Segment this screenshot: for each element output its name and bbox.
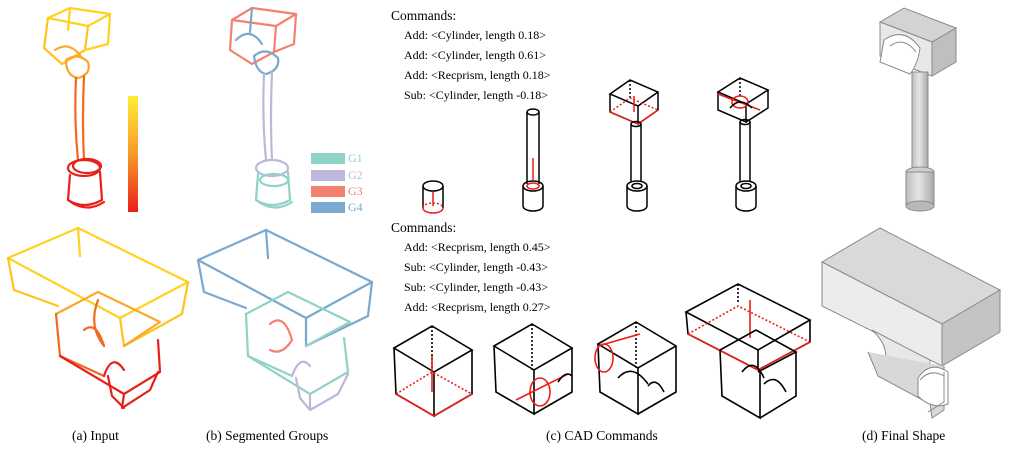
cad-step-7 (594, 321, 678, 416)
cad-step-1 (422, 180, 444, 214)
commands-top-line-1: Add: <Cylinder, length 0.18> (404, 28, 547, 42)
legend-swatch-g1 (311, 153, 345, 164)
caption-segmented-groups: (b) Segmented Groups (206, 428, 329, 443)
segmented-sketch-bottom (196, 228, 374, 412)
caption-input: (a) Input (72, 428, 119, 443)
cad-step-6 (492, 323, 574, 416)
input-sketch-bottom (6, 226, 190, 410)
final-shape-top (878, 7, 958, 212)
commands-bottom-line-3: Sub: <Cylinder, length -0.43> (404, 280, 549, 294)
caption-final-shape: (d) Final Shape (862, 428, 946, 443)
final-shape-bottom (820, 227, 1002, 419)
commands-bottom-line-2: Sub: <Cylinder, length -0.43> (404, 260, 549, 274)
cad-step-3 (608, 79, 660, 212)
legend-label-g3: G3 (348, 184, 363, 198)
segmented-sketch-top (228, 6, 298, 209)
legend-label-g1: G1 (348, 151, 363, 165)
commands-bottom-title: Commands: (391, 220, 457, 235)
legend-label-g2: G2 (348, 168, 363, 182)
cad-step-5 (392, 325, 474, 418)
legend-swatch-g2 (311, 170, 345, 181)
cad-step-4 (716, 77, 770, 212)
commands-top-title: Commands: (391, 8, 457, 23)
cad-step-8 (684, 283, 812, 420)
commands-top-line-4: Sub: <Cylinder, length -0.18> (404, 88, 549, 102)
commands-bottom-line-1: Add: <Recprism, length 0.45> (404, 240, 551, 254)
cad-step-2 (522, 108, 544, 212)
commands-top-line-3: Add: <Recprism, length 0.18> (404, 68, 551, 82)
caption-cad-commands: (c) CAD Commands (546, 428, 658, 443)
commands-top-line-2: Add: <Cylinder, length 0.61> (404, 48, 547, 62)
legend-swatch-g3 (311, 186, 345, 197)
colorbar (128, 96, 138, 212)
input-sketch-top (42, 6, 112, 209)
legend-label-g4: G4 (348, 200, 363, 214)
legend-swatch-g4 (311, 202, 345, 213)
legend (311, 153, 345, 213)
commands-bottom-line-4: Add: <Recprism, length 0.27> (404, 300, 551, 314)
